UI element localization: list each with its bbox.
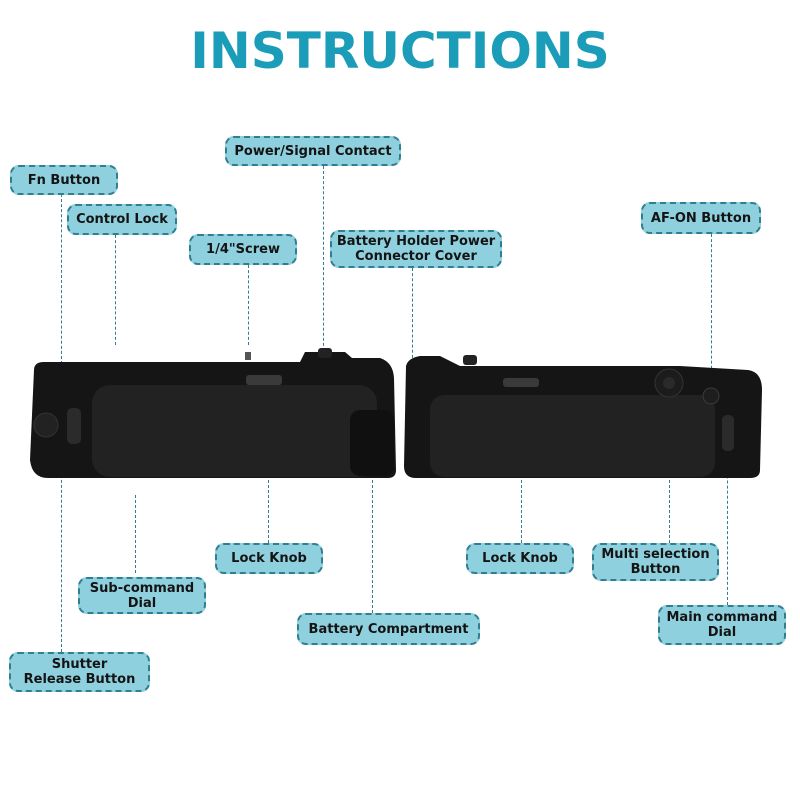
leader-control-lock	[115, 235, 116, 345]
leader-battery-holder-cover	[412, 268, 413, 363]
label-multi-selection-button: Multi selection Button	[592, 543, 719, 581]
label-fn-button: Fn Button	[10, 165, 118, 195]
label-power-signal-contact: Power/Signal Contact	[225, 136, 401, 166]
leader-battery-compartment	[372, 455, 373, 613]
leader-fn-button	[61, 194, 62, 364]
label-lock-knob-right: Lock Knob	[466, 543, 574, 574]
label-sub-command-dial: Sub-command Dial	[78, 577, 206, 614]
leader-screw	[248, 265, 249, 345]
leader-shutter	[61, 455, 62, 652]
label-screw: 1/4"Screw	[189, 234, 297, 265]
page-title: INSTRUCTIONS	[190, 22, 610, 80]
leader-power-signal	[323, 166, 324, 356]
label-control-lock: Control Lock	[67, 204, 177, 235]
label-battery-holder-power-connector-cover: Battery Holder Power Connector Cover	[330, 230, 502, 268]
leader-af-on	[711, 234, 712, 389]
label-battery-compartment: Battery Compartment	[297, 613, 480, 645]
leader-main-command	[727, 440, 728, 605]
label-af-on-button: AF-ON Button	[641, 202, 761, 234]
label-shutter-release-button: Shutter Release Button	[9, 652, 150, 692]
leader-sub-command	[135, 495, 136, 573]
label-lock-knob-left: Lock Knob	[215, 543, 323, 574]
label-main-command-dial: Main command Dial	[658, 605, 786, 645]
